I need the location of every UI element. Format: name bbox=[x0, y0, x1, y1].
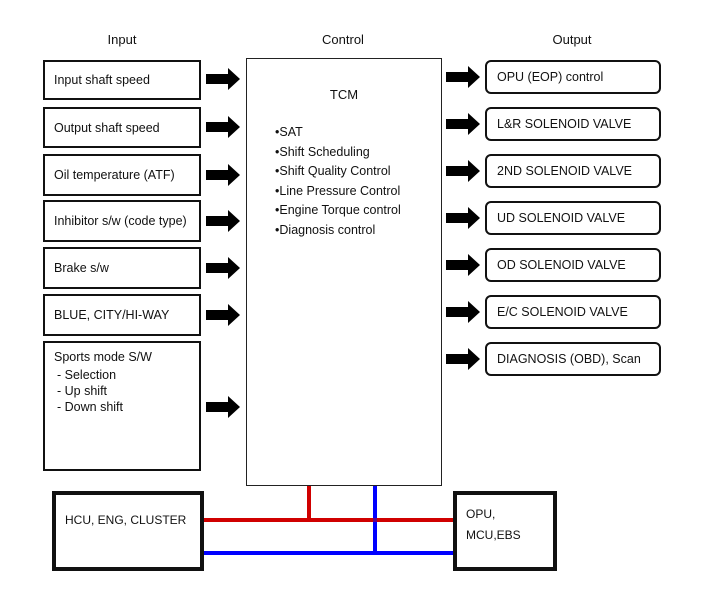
input-header: Input bbox=[107, 32, 137, 47]
tcm-function-item: Engine Torque control bbox=[275, 201, 400, 221]
input-box-output-shaft-speed: Output shaft speed bbox=[43, 107, 201, 148]
right-arrow-icon bbox=[206, 116, 240, 138]
output-header: Output bbox=[552, 32, 592, 47]
tcm-function-list: SAT Shift Scheduling Shift Quality Contr… bbox=[275, 123, 401, 241]
input-box-blue-city-hiway: BLUE, CITY/HI-WAY bbox=[43, 294, 201, 336]
tcm-title: TCM bbox=[329, 87, 359, 102]
input-label: Brake s/w bbox=[54, 261, 109, 275]
network-node-label: HCU, ENG, CLUSTER bbox=[65, 513, 187, 527]
input-box-inhibitor-switch: Inhibitor s/w (code type) bbox=[43, 200, 201, 242]
right-arrow-icon bbox=[206, 68, 240, 90]
sports-mode-title: Sports mode S/W bbox=[54, 350, 152, 364]
right-arrow-icon bbox=[446, 254, 480, 276]
right-arrow-icon bbox=[446, 113, 480, 135]
input-box-brake-switch: Brake s/w bbox=[43, 247, 201, 289]
right-arrow-icon bbox=[206, 210, 240, 232]
input-label: Input shaft speed bbox=[54, 73, 150, 87]
network-node-label: OPU, bbox=[466, 507, 496, 521]
can-low-bus-cross bbox=[373, 518, 377, 522]
network-node-opu-mcu-ebs: OPU, MCU,EBS bbox=[453, 491, 557, 571]
network-node-label: MCU,EBS bbox=[466, 528, 521, 542]
output-box-2nd-solenoid: 2ND SOLENOID VALVE bbox=[485, 154, 661, 188]
input-box-input-shaft-speed: Input shaft speed bbox=[43, 60, 201, 100]
input-box-sports-mode: Sports mode S/W - Selection - Up shift -… bbox=[43, 341, 201, 471]
right-arrow-icon bbox=[446, 301, 480, 323]
can-low-bus-line bbox=[200, 551, 456, 555]
output-box-od-solenoid: OD SOLENOID VALVE bbox=[485, 248, 661, 282]
input-label: Inhibitor s/w (code type) bbox=[54, 214, 187, 228]
output-label: OD SOLENOID VALVE bbox=[497, 258, 626, 272]
output-box-opu-control: OPU (EOP) control bbox=[485, 60, 661, 94]
right-arrow-icon bbox=[446, 160, 480, 182]
output-label: 2ND SOLENOID VALVE bbox=[497, 164, 632, 178]
output-box-ud-solenoid: UD SOLENOID VALVE bbox=[485, 201, 661, 235]
tcm-function-item: SAT bbox=[275, 123, 401, 143]
output-box-diagnosis: DIAGNOSIS (OBD), Scan bbox=[485, 342, 661, 376]
right-arrow-icon bbox=[206, 304, 240, 326]
right-arrow-icon bbox=[446, 207, 480, 229]
output-label: DIAGNOSIS (OBD), Scan bbox=[497, 352, 641, 366]
network-node-hcu-eng-cluster: HCU, ENG, CLUSTER bbox=[52, 491, 204, 571]
right-arrow-icon bbox=[206, 257, 240, 279]
right-arrow-icon bbox=[206, 396, 240, 418]
tcm-control-box: TCM SAT Shift Scheduling Shift Quality C… bbox=[246, 58, 442, 486]
input-label: Oil temperature (ATF) bbox=[54, 168, 175, 182]
output-label: UD SOLENOID VALVE bbox=[497, 211, 626, 225]
sports-mode-item: - Selection bbox=[57, 368, 117, 382]
output-label: E/C SOLENOID VALVE bbox=[497, 305, 628, 319]
can-high-bus-line bbox=[200, 518, 456, 522]
tcm-function-item: Shift Scheduling bbox=[275, 143, 401, 163]
input-label: Output shaft speed bbox=[54, 120, 160, 135]
tcm-function-item: Diagnosis control bbox=[275, 221, 401, 241]
output-label: OPU (EOP) control bbox=[497, 70, 604, 84]
output-box-lr-solenoid: L&R SOLENOID VALVE bbox=[485, 107, 661, 141]
can-high-bus-drop bbox=[307, 486, 311, 522]
sports-mode-item: - Up shift bbox=[57, 384, 108, 398]
sports-mode-item: - Down shift bbox=[57, 400, 123, 414]
output-label: L&R SOLENOID VALVE bbox=[497, 117, 632, 131]
tcm-function-item: Shift Quality Control bbox=[275, 162, 401, 182]
output-box-ec-solenoid: E/C SOLENOID VALVE bbox=[485, 295, 661, 329]
input-label: BLUE, CITY/HI-WAY bbox=[54, 308, 170, 322]
right-arrow-icon bbox=[446, 66, 480, 88]
right-arrow-icon bbox=[446, 348, 480, 370]
tcm-function-item: Line Pressure Control bbox=[275, 182, 401, 202]
input-box-oil-temperature: Oil temperature (ATF) bbox=[43, 154, 201, 196]
control-header: Control bbox=[322, 32, 364, 47]
right-arrow-icon bbox=[206, 164, 240, 186]
